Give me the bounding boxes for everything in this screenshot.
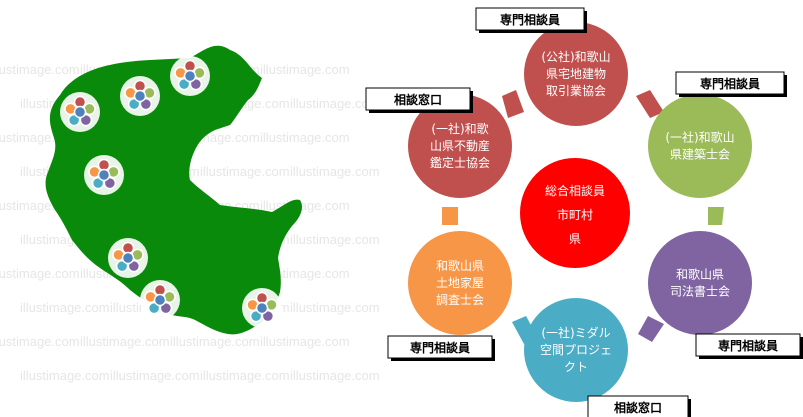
role-label-top: 専門相談員: [475, 7, 587, 33]
role-label-upper-right: 専門相談員: [675, 71, 787, 97]
role-label-text: 専門相談員: [410, 340, 470, 355]
watermark-text: illustimage.com: [290, 232, 380, 247]
org-node-text: クト: [564, 360, 588, 374]
center-text: 県: [569, 232, 581, 246]
org-node-text: 司法書士会: [670, 285, 730, 299]
watermark-text: illustimage.com: [260, 334, 350, 349]
consultation-marker: [242, 288, 282, 328]
role-label-text: 相談窓口: [394, 92, 442, 107]
consultation-marker: [140, 280, 180, 320]
consultation-marker: [84, 155, 124, 195]
org-node-text: (一社)和歌: [431, 121, 488, 136]
org-node-text: 土地家屋: [436, 275, 484, 290]
center-text: 総合相談員: [545, 183, 605, 198]
org-node-text: 鑑定士協会: [430, 155, 490, 170]
org-node-text: (一社)和歌山: [665, 130, 734, 145]
consultation-diagram: (公社)和歌山県宅地建物取引業協会(一社)和歌山県建築士会和歌山県司法書士会(一…: [365, 7, 803, 417]
role-label-lower-left: 専門相談員: [387, 335, 495, 361]
consultation-markers: [60, 56, 282, 328]
org-node-text: 和歌山県: [676, 267, 724, 282]
watermark-text: illustimage.com: [200, 368, 290, 383]
org-node-text: 取引業協会: [546, 83, 606, 98]
watermark-text: illustimage.com: [0, 334, 80, 349]
consultation-marker: [108, 238, 148, 278]
role-label-upper-left: 相談窓口: [365, 87, 473, 113]
connector-left: [442, 207, 458, 225]
org-node-text: 調査士会: [436, 293, 484, 307]
center-text: 市町村: [557, 207, 593, 222]
connector-top-right: [636, 90, 664, 118]
watermark-text: illustimage.com: [290, 96, 380, 111]
watermark-text: illustimage.com: [290, 368, 380, 383]
watermark-text: illustimage.com: [290, 300, 380, 315]
consultation-marker: [120, 76, 160, 116]
consultation-marker: [170, 56, 210, 96]
role-label-bottom: 相談窓口: [587, 395, 691, 417]
role-label-text: 専門相談員: [718, 338, 778, 353]
watermark-text: illustimage.com: [200, 164, 290, 179]
org-node-text: (公社)和歌山: [541, 49, 610, 64]
role-label-text: 相談窓口: [614, 400, 662, 415]
watermark-text: illustimage.com: [20, 300, 110, 315]
watermark-text: illustimage.com: [80, 334, 170, 349]
watermark-text: illustimage.com: [260, 130, 350, 145]
watermark-text: illustimage.com: [0, 266, 80, 281]
role-label-text: 専門相談員: [700, 76, 760, 91]
connector-top-left: [502, 90, 524, 118]
connector-right: [708, 207, 724, 225]
watermark-text: illustimage.com: [260, 62, 350, 77]
org-node-text: 山県不動産: [430, 138, 490, 153]
org-node-text: 県建築士会: [670, 147, 730, 162]
role-label-text: 専門相談員: [500, 12, 560, 27]
wakayama-map: [45, 45, 303, 335]
role-label-lower-right: 専門相談員: [695, 333, 803, 359]
watermark-text: illustimage.com: [290, 164, 380, 179]
watermark-text: illustimage.com: [260, 266, 350, 281]
org-node-text: 和歌山県: [436, 258, 484, 273]
watermark-text: illustimage.com: [0, 62, 80, 77]
connector-bottom-right: [638, 316, 664, 342]
org-node-text: 空間プロジェ: [540, 343, 612, 357]
watermark-text: illustimage.com: [170, 334, 260, 349]
org-node-text: 県宅地建物: [546, 66, 606, 81]
org-node-text: (一社)ミダル: [541, 325, 610, 340]
consultation-marker: [60, 92, 100, 132]
watermark-text: illustimage.com: [110, 368, 200, 383]
watermark-text: illustimage.com: [20, 368, 110, 383]
